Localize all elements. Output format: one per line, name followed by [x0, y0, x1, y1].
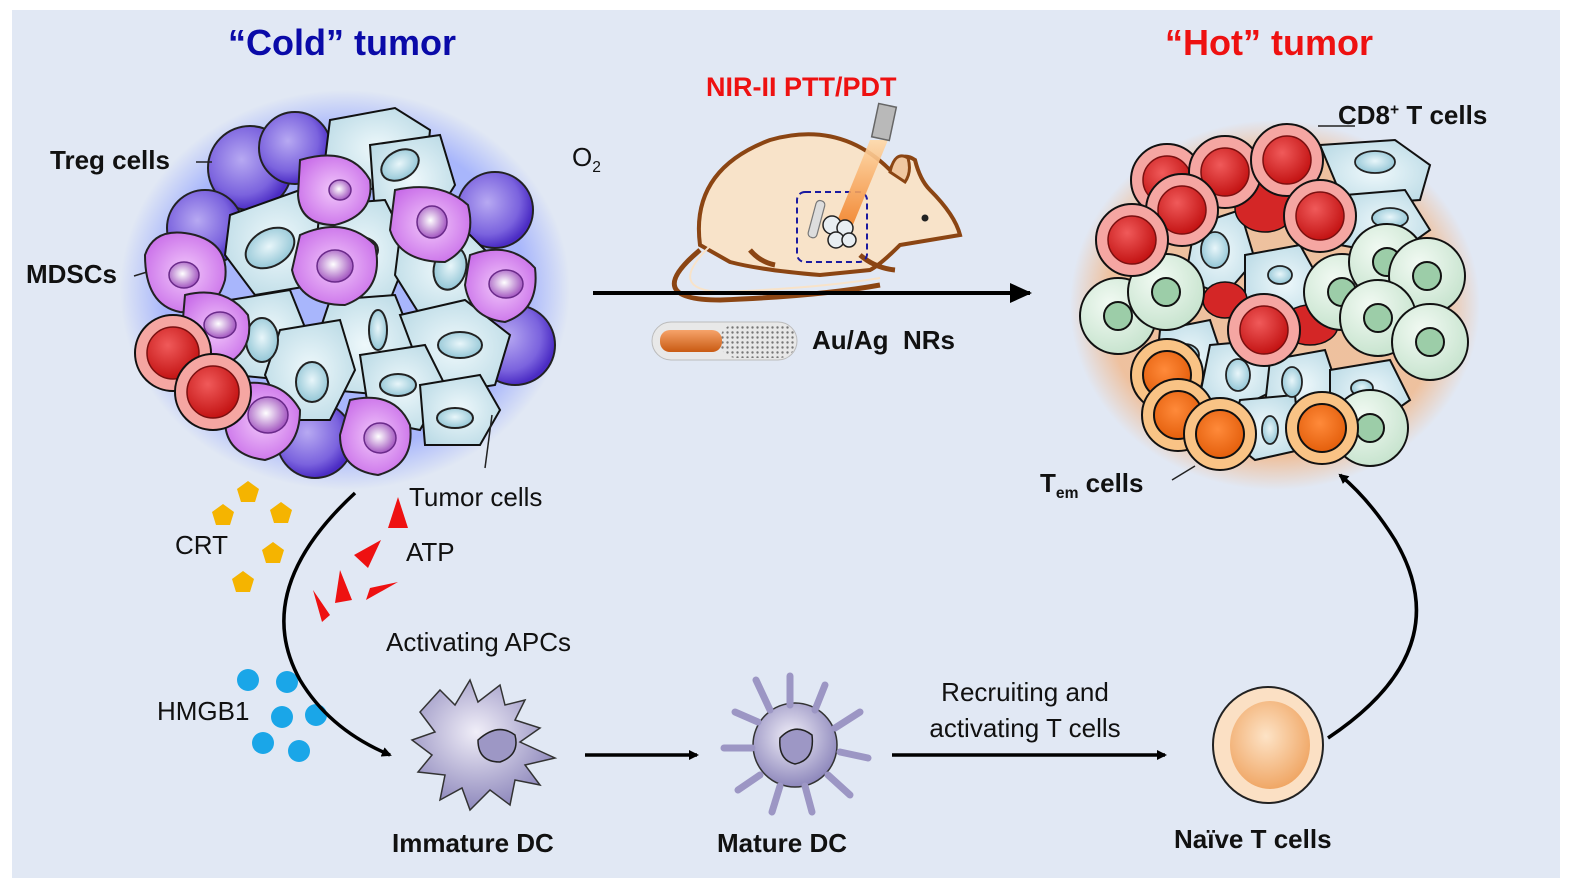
hmgb1-molecules	[237, 669, 327, 762]
o2-base: O	[572, 142, 593, 172]
treg-label: Treg cells	[50, 145, 170, 175]
tumor-cells-leader-line	[484, 414, 493, 469]
cold-tumor-title: “Cold” tumor	[228, 22, 456, 64]
mature-dc-icon	[720, 672, 872, 816]
o2-label: O2	[572, 142, 601, 177]
tumor-site-box	[796, 191, 868, 263]
cd8-main: CD8	[1338, 100, 1391, 130]
nanorods-label: Au/Ag NRs	[812, 325, 955, 355]
naive-t-label: Naïve T cells	[1174, 824, 1332, 854]
hot-tumor-cluster	[1070, 120, 1480, 490]
tem-cells	[1130, 338, 1359, 471]
tem-label: Tem cells	[1040, 468, 1144, 503]
activating-apcs-label: Activating APCs	[386, 627, 571, 657]
hot-title-text: “Hot” tumor	[1165, 22, 1373, 63]
mdsc-leader-line	[133, 271, 148, 277]
tem-main: T	[1040, 468, 1056, 498]
cold-to-dc-arrow	[282, 491, 392, 757]
tumor-cells-label: Tumor cells	[409, 482, 543, 512]
recruiting-label-line1: Recruiting and	[941, 677, 1109, 707]
mdsc-label: MDSCs	[26, 259, 118, 289]
hmgb1-label: HMGB1	[157, 696, 250, 726]
atp-molecules	[313, 497, 408, 622]
cold-title-text: “Cold” tumor	[228, 22, 456, 63]
cold-tumor-cluster	[120, 90, 570, 490]
naive-to-hot-arrow	[1327, 473, 1419, 740]
cd8-superscript: +	[1390, 101, 1400, 119]
tem-subscript: em	[1055, 485, 1079, 503]
treatment-label: NIR-II PTT/PDT	[706, 72, 897, 103]
syringe-icon	[807, 199, 826, 239]
cd8-rest: T cells	[1399, 100, 1488, 130]
tem-rest: cells	[1078, 468, 1144, 498]
laser-icon	[835, 102, 898, 232]
cd8-t-cells	[1095, 123, 1357, 367]
cd8-label: CD8+ T cells	[1338, 100, 1487, 131]
cold-cd8-cells	[134, 314, 252, 431]
immature-dc-label: Immature DC	[392, 828, 554, 858]
crt-label: CRT	[175, 530, 228, 560]
tem-leader-line	[1171, 465, 1196, 481]
hot-tumor-title: “Hot” tumor	[1165, 22, 1373, 64]
immature-dc-icon	[410, 678, 558, 812]
mdsc-nuclei	[168, 179, 524, 454]
atp-label: ATP	[406, 537, 455, 567]
o2-subscript: 2	[592, 159, 601, 177]
nanorod-icon	[651, 321, 798, 361]
mature-dc-label: Mature DC	[717, 828, 848, 858]
treatment-text: NIR-II PTT/PDT	[706, 72, 897, 102]
recruiting-label-line2: activating T cells	[929, 713, 1121, 743]
mini-tumor-icon	[822, 215, 857, 249]
mouse-illustration	[671, 102, 963, 303]
naive-t-cell-icon	[1212, 686, 1324, 804]
crt-molecules	[212, 481, 292, 592]
